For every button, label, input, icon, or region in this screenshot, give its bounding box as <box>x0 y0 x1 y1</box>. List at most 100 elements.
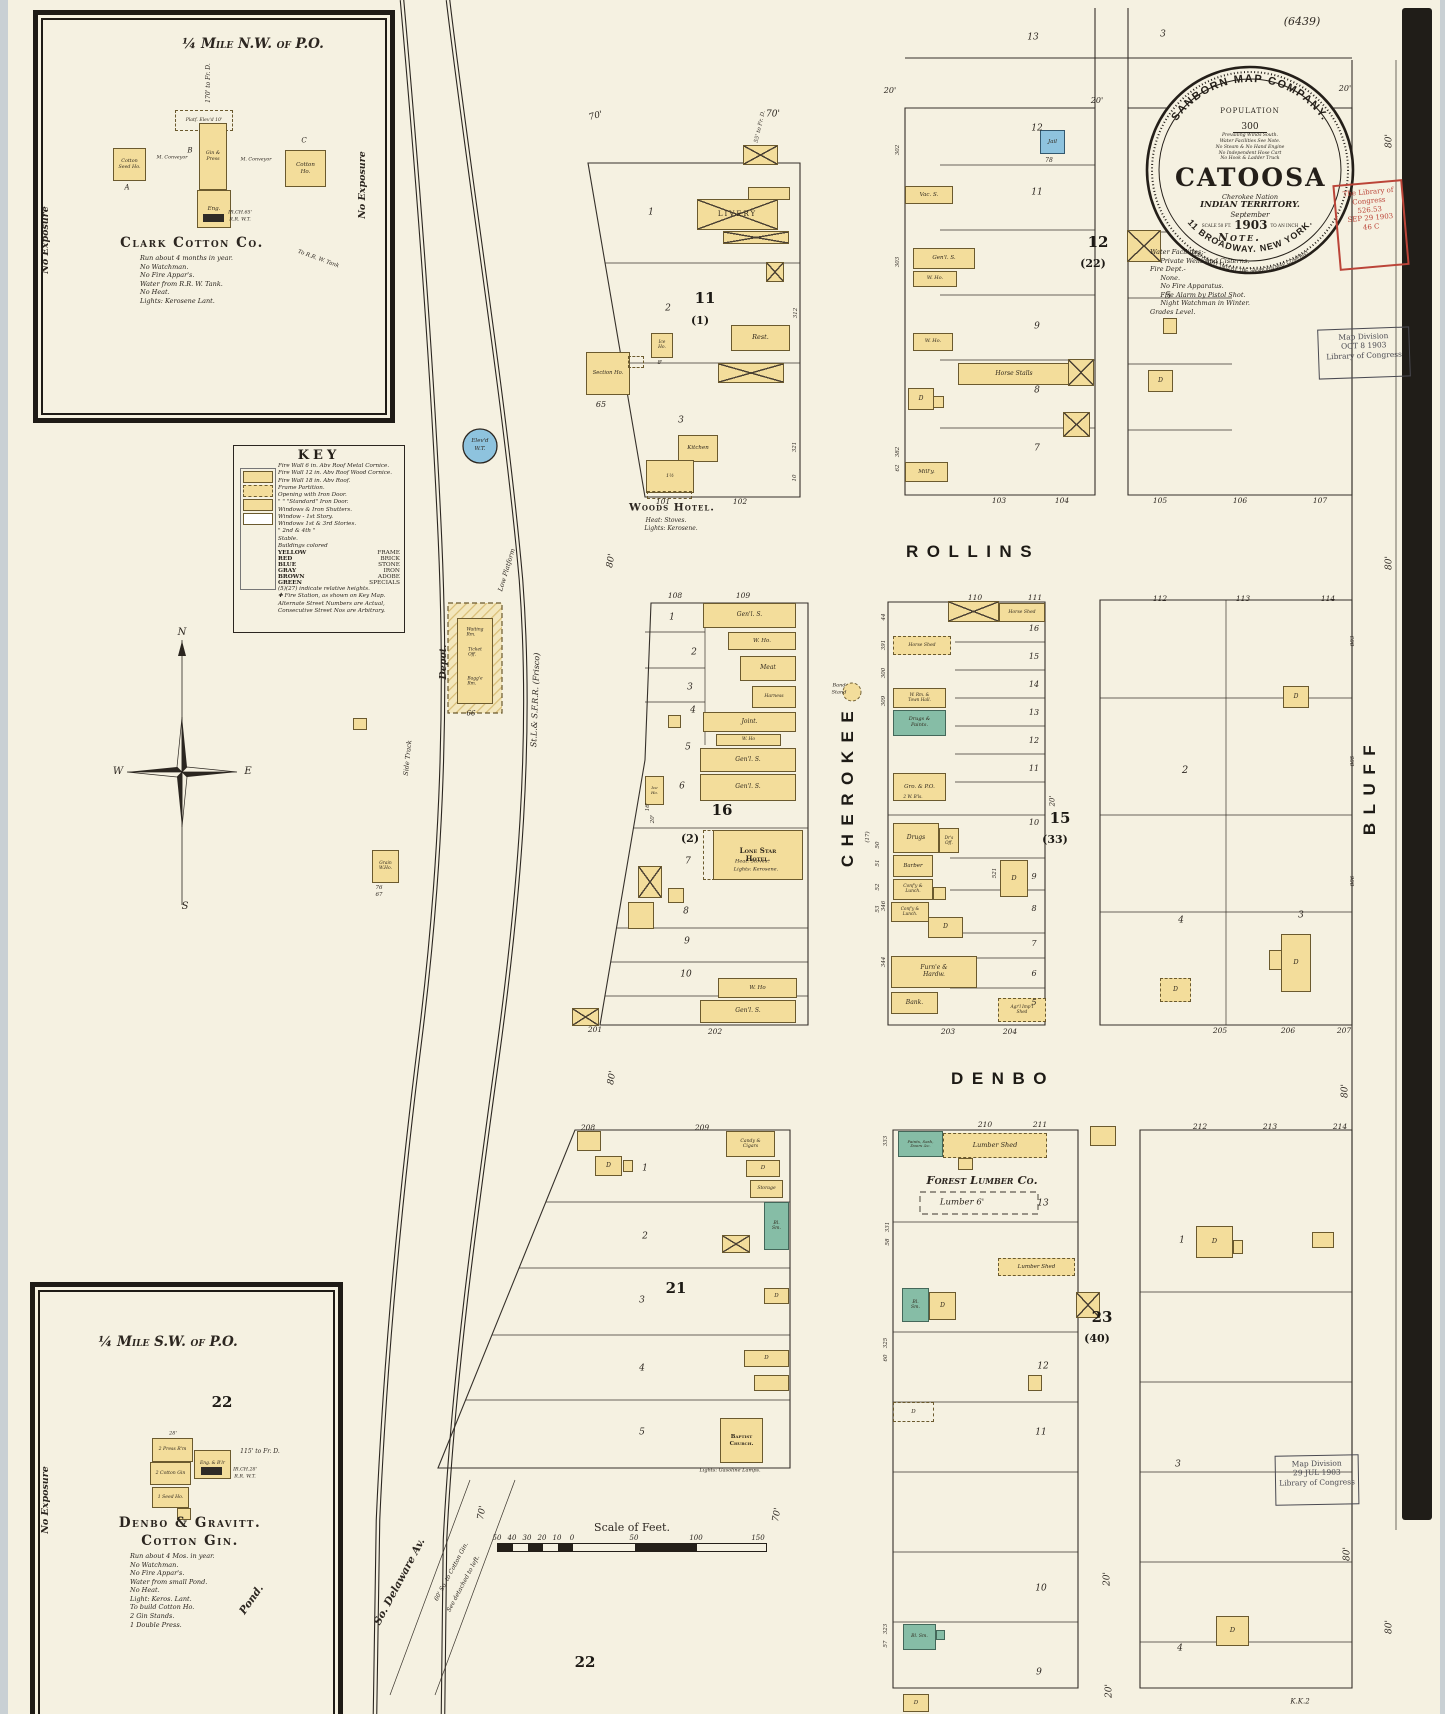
building: D <box>744 1350 789 1367</box>
building: D <box>1281 934 1311 992</box>
key-title: KEY <box>297 448 341 463</box>
building: Mill'y. <box>905 462 948 482</box>
map-label: 16 <box>1028 623 1040 633</box>
building: LIVERY <box>697 199 778 230</box>
map-label: 23 <box>1091 1308 1113 1327</box>
map-label: IR.CH.65' <box>228 210 252 216</box>
building: Agr'l Imp't Shed <box>998 998 1046 1022</box>
building: Gen'l. S. <box>913 248 975 269</box>
building: D <box>595 1156 622 1176</box>
map-label: 11 <box>1028 763 1040 773</box>
seal-population-label: POPULATION <box>1220 107 1280 116</box>
map-label: 4 <box>1177 1643 1183 1654</box>
key-rows: Fire Wall 6 in. Abv Roof Metal Cornice.F… <box>278 463 392 535</box>
building: D <box>1196 1226 1233 1258</box>
map-label: 3 <box>1160 29 1166 40</box>
map-label: 214 <box>1332 1122 1348 1132</box>
building: Kitchen <box>678 435 718 462</box>
building <box>457 618 493 704</box>
building: Bl. Sm. <box>902 1288 929 1322</box>
inset-nw-caption: Clark Cotton Co. <box>120 234 264 251</box>
map-label: 7 <box>1031 938 1037 948</box>
building <box>723 231 789 244</box>
building: Gro. & P.O. <box>893 773 946 801</box>
building: D <box>1216 1616 1249 1646</box>
map-label: 15 <box>1049 809 1071 828</box>
map-label: Ticket Off. <box>468 647 482 657</box>
building: Gin & Press <box>199 123 227 190</box>
map-label: 8' <box>657 360 663 367</box>
building: 2 Press R'm <box>152 1438 193 1462</box>
map-label: Woods Hotel. <box>629 501 715 514</box>
building: Ice Ho. <box>645 776 664 805</box>
map-label: 3 <box>639 1295 645 1306</box>
building <box>933 887 946 900</box>
building: 2 Cotton Gin <box>150 1462 191 1485</box>
map-label: 12 <box>1031 123 1043 134</box>
building <box>958 1158 973 1170</box>
building: Barber <box>893 855 933 877</box>
map-label: 7 <box>685 856 691 867</box>
map-label: 206 <box>1280 1026 1296 1036</box>
map-label: 102 <box>732 497 748 507</box>
map-label: 10 <box>1035 1583 1047 1594</box>
map-label: Stand <box>831 689 847 696</box>
map-label: W.T. <box>474 446 486 453</box>
map-label: 9 <box>1036 1667 1042 1678</box>
map-label: 5 <box>685 742 691 753</box>
map-label: 4 <box>639 1363 645 1374</box>
key-diagram <box>240 468 276 590</box>
map-label: 103 <box>991 496 1007 506</box>
building: Conf'y & Lunch. <box>893 879 933 900</box>
inset-nw-notes: Run about 4 months in year.No Watchman.N… <box>140 254 233 305</box>
map-label: 1 <box>642 1163 648 1174</box>
building <box>1063 412 1090 437</box>
building: Horse Stalls <box>958 363 1070 385</box>
map-label: Heat: Stoves. <box>735 858 769 865</box>
building <box>718 363 784 383</box>
building: Grain W.Ho. <box>372 850 399 883</box>
building: Lumber Shed <box>943 1133 1047 1158</box>
inset-nw-title: ¼ Mile N.W. of P.O. <box>182 35 324 52</box>
map-label: 14 <box>1028 679 1040 689</box>
building <box>623 1160 633 1172</box>
map-label: 2 <box>642 1231 648 1242</box>
seal-year: 1903 <box>1234 218 1268 233</box>
map-label: 20' <box>1090 95 1104 105</box>
map-label: 2 <box>665 303 671 314</box>
building: D <box>1160 978 1191 1002</box>
map-label: 3 <box>1175 1459 1181 1470</box>
scale-title: Scale of Feet. <box>594 1521 670 1534</box>
map-label: 22 <box>211 1393 233 1412</box>
building <box>933 396 944 408</box>
seal-population-value: 300 <box>1233 122 1267 134</box>
map-label: 212 <box>1192 1122 1208 1132</box>
map-label: 2 <box>1181 764 1189 776</box>
building <box>754 1375 789 1391</box>
map-label: A <box>124 183 130 192</box>
map-label: 1 <box>669 612 675 623</box>
map-label: Bagg'e Rm. <box>467 676 483 686</box>
building: D <box>928 917 963 938</box>
building: D <box>1148 370 1173 392</box>
map-label: 22 <box>574 1653 596 1672</box>
building <box>203 214 224 222</box>
map-label: 76 <box>375 885 383 892</box>
building: Rest. <box>731 325 790 351</box>
map-label: 7 <box>1034 443 1040 454</box>
building <box>1076 1292 1100 1318</box>
key-stable: Stable. <box>278 535 298 542</box>
seal-center-text: POPULATION 300 Prevailing Winds South.Wa… <box>1175 107 1325 233</box>
inset-sw-caption-2: Cotton Gin. <box>141 1532 239 1549</box>
map-label: Lights: Kerosene. <box>733 866 779 873</box>
building <box>668 888 684 903</box>
map-label: 6 <box>1031 968 1037 978</box>
map-label: 13 <box>1027 32 1039 43</box>
building <box>948 601 999 622</box>
